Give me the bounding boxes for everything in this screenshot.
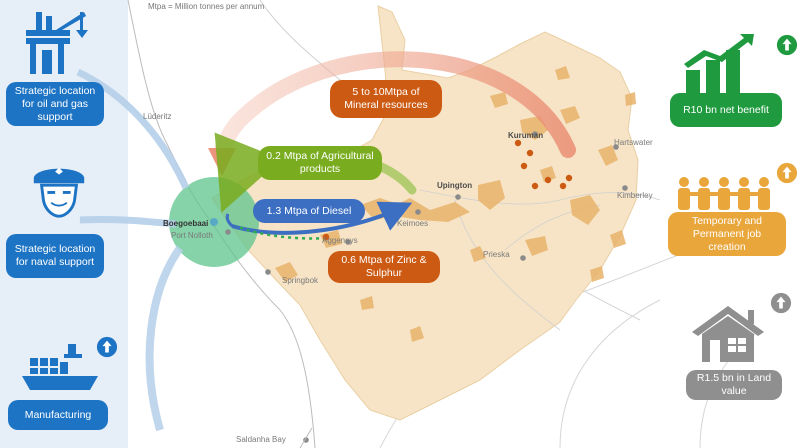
town-kimberley: Kimberley	[617, 191, 653, 200]
town-aggeneys: Aggeneys	[322, 236, 358, 245]
naval-officer-icon	[33, 167, 85, 218]
diesel-flow-label: 1.3 Mtpa of Diesel	[253, 199, 365, 223]
naval-label: Strategic location for naval support	[6, 234, 104, 278]
net-benefit-up-arrow-icon	[776, 34, 798, 56]
unit-note: Mtpa = Million tonnes per annum	[148, 2, 265, 11]
container-ship-icon	[22, 344, 98, 390]
town-prieska: Prieska	[483, 250, 510, 259]
town-saldanha-bay: Saldanha Bay	[236, 435, 286, 444]
naval-link-arrow	[79, 215, 177, 228]
manufacturing-link-arrow	[145, 245, 184, 432]
growth-bars-icon	[684, 34, 754, 94]
town-markers	[225, 131, 628, 443]
minerals-flow-arrow	[214, 51, 576, 158]
zinc-flow-label: 0.6 Mtpa of Zinc & Sulphur	[328, 251, 440, 283]
minerals-flow-label: 5 to 10Mtpa of Mineral resources	[330, 80, 442, 118]
oil-gas-link-arrow	[76, 68, 190, 190]
jobs-label: Temporary and Permanent job creation	[668, 212, 786, 256]
diesel-flow-arrow	[231, 201, 413, 235]
manufacturing-up-arrow-icon	[96, 336, 118, 358]
land-value-up-arrow-icon	[770, 292, 792, 314]
zinc-flow-route	[235, 224, 327, 240]
oil-rig-icon	[26, 12, 88, 74]
town-kuruman: Kuruman	[508, 131, 544, 140]
agri-flow-label: 0.2 Mtpa of Agricultural products	[258, 146, 382, 180]
town-upington: Upington	[437, 181, 473, 190]
people-chain-icon	[678, 177, 770, 210]
manufacturing-label: Manufacturing	[8, 400, 108, 430]
jobs-up-arrow-icon	[776, 162, 798, 184]
town-keimoes: Keimoes	[397, 219, 429, 228]
town-hartswater: Hartswater	[614, 138, 653, 147]
town-springbok: Springbok	[282, 276, 319, 285]
town-port-nolloth: Port Nolloth	[171, 231, 213, 240]
mineral-sites	[322, 139, 573, 241]
town-boegoebaai: Boegoebaai	[163, 219, 209, 228]
net-benefit-label: R10 bn net benefit	[670, 93, 782, 127]
town-luderitz: Lüderitz	[143, 112, 172, 121]
house-icon	[692, 306, 764, 362]
land-value-label: R1.5 bn in Land value	[686, 370, 782, 400]
oil-gas-label: Strategic location for oil and gas suppo…	[6, 82, 104, 126]
